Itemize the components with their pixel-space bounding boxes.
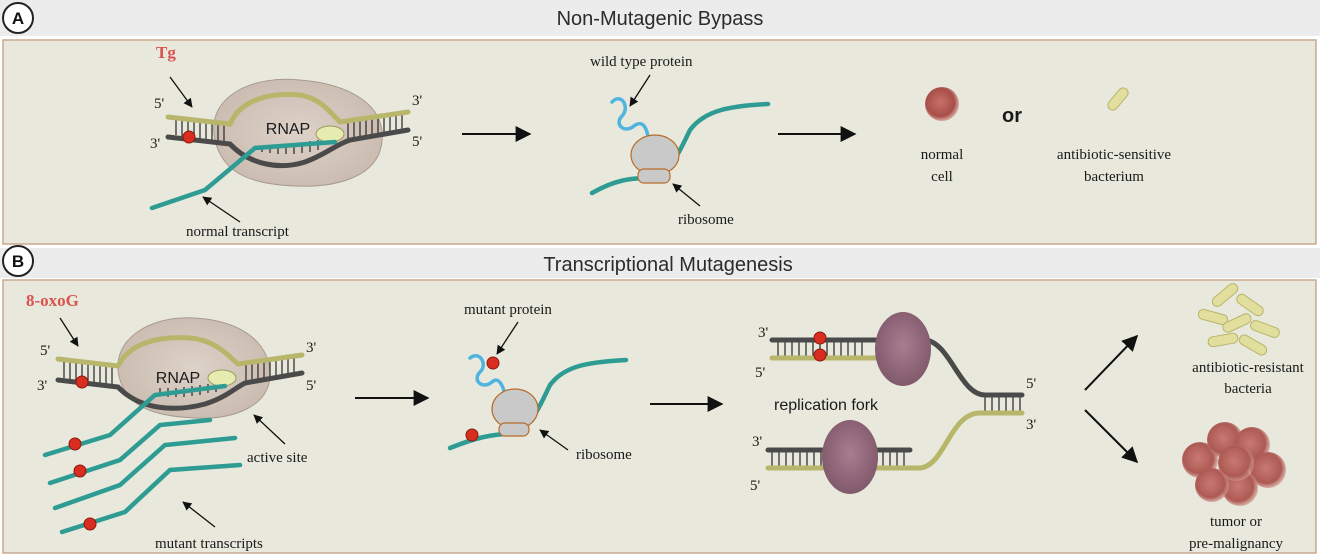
tumor: tumor or pre-malignancy: [1182, 422, 1286, 552]
nontemplate-strand-b: [55, 335, 305, 369]
fork-bottom-3-label: 3': [752, 434, 763, 450]
end-5-right-a: 5': [412, 134, 423, 150]
or-label: or: [1002, 105, 1022, 127]
bacterium-label-2: bacterium: [1084, 169, 1144, 185]
fork-top-3-label: 3': [758, 325, 769, 341]
tumor-icon: [1182, 422, 1286, 506]
wild-type-protein-pointer: [629, 74, 651, 107]
tumor-label-1: tumor or: [1210, 514, 1262, 530]
end-5-left-b: 5': [40, 343, 51, 359]
end-3-right-a: 3': [412, 93, 423, 109]
normal-cell: normal cell: [921, 87, 964, 185]
fork-lesion-dot-2: [813, 348, 827, 362]
bacterium-label-1: antibiotic-sensitive: [1057, 147, 1171, 163]
wild-type-protein-chain: [610, 97, 650, 142]
tg-pointer-arrow: [169, 76, 193, 108]
panel-a: Non-Mutagenic Bypass A RNAP 5' 3' 3' 5' …: [0, 0, 1320, 245]
end-3-left-b: 3': [37, 378, 48, 394]
panel-a-title-bar: [0, 0, 1320, 36]
oxog-lesion-dot: [75, 375, 89, 389]
mrna-mutation-dot: [465, 428, 479, 442]
oxog-label: 8-oxoG: [26, 291, 79, 310]
ribosome-small-a: [637, 168, 671, 184]
panel-b-badge: B: [12, 252, 24, 271]
rnap-complex-b: RNAP 5' 3' 3' 5' 8-oxoG active site muta…: [26, 291, 317, 552]
fork-right-5-label: 5': [1026, 376, 1037, 392]
end-5-right-b: 5': [306, 378, 317, 394]
normal-cell-label-2: cell: [931, 169, 953, 185]
ribosome-pointer-b: [539, 429, 569, 451]
end-3-left-a: 3': [150, 136, 161, 152]
sensitive-bacterium-icon: [1107, 87, 1129, 111]
resistant-label-1: antibiotic-resistant: [1192, 360, 1304, 376]
active-site-pointer: [253, 414, 286, 445]
dna-rungs-a: [175, 113, 403, 154]
tg-lesion-dot: [182, 130, 196, 144]
nontemplate-strand-a: [165, 91, 411, 127]
normal-transcript-a: [149, 139, 338, 211]
ribosome-small-b: [498, 422, 530, 437]
ribosome-b: mutant protein ribosome: [447, 302, 632, 463]
normal-transcript-label: normal transcript: [186, 224, 290, 240]
mutant-transcripts-label: mutant transcripts: [155, 536, 263, 552]
oxog-pointer-arrow: [59, 317, 79, 347]
fork-top-5-label: 5': [755, 365, 766, 381]
panel-a-badge: A: [12, 9, 24, 28]
replication-fork: 3' 5' 3' 5' 5' 3' replication fork: [750, 312, 1037, 494]
panel-b-title-bar: [0, 248, 1320, 278]
resistant-label-2: bacteria: [1224, 381, 1272, 397]
sensitive-bacterium: antibiotic-sensitive bacterium: [1057, 87, 1171, 185]
panel-a-title: Non-Mutagenic Bypass: [557, 8, 764, 30]
mutant-transcript-3: [52, 435, 238, 511]
wild-type-protein-label: wild type protein: [590, 54, 693, 70]
panel-b-title: Transcriptional Mutagenesis: [543, 254, 792, 276]
fork-bottom-parental: [765, 410, 1025, 471]
fork-lesion-dot-1: [813, 331, 827, 345]
tg-label: Tg: [156, 43, 176, 62]
transcript-mutation-dot-3: [83, 517, 97, 531]
replication-fork-label: replication fork: [774, 397, 879, 414]
mutant-protein-label: mutant protein: [464, 302, 552, 318]
polymerase-top: [875, 312, 931, 386]
mutant-protein-pointer: [496, 321, 519, 355]
flow-arrow-b4-down: [1084, 409, 1139, 464]
normal-cell-icon: [925, 87, 959, 121]
rnap-complex-a: RNAP 5' 3' 3' 5' Tg normal transcript: [149, 43, 423, 240]
panel-a-badge-circle: [2, 2, 34, 34]
polymerase-bottom: [822, 420, 878, 494]
protein-mutation-dot: [486, 356, 500, 370]
resistant-bacteria: antibiotic-resistant bacteria: [1192, 283, 1305, 397]
fork-right-3-label: 3': [1026, 417, 1037, 433]
ribosome-a: wild type protein ribosome: [589, 54, 771, 228]
tumor-label-2: pre-malignancy: [1189, 536, 1284, 552]
normal-cell-label-1: normal: [921, 147, 964, 163]
transcript-mutation-dot-1: [68, 437, 82, 451]
rnap-label-b: RNAP: [156, 370, 200, 387]
ribosome-label-b: ribosome: [576, 447, 632, 463]
rnap-label-a: RNAP: [266, 121, 310, 138]
transcript-mutation-dot-2: [73, 464, 87, 478]
mutant-protein-chain: [468, 354, 507, 397]
ribosome-pointer-a: [672, 183, 701, 207]
template-strand-b: [55, 370, 305, 411]
mutant-transcripts-pointer: [182, 501, 216, 528]
ribosome-label-a: ribosome: [678, 212, 734, 228]
active-site-label: active site: [247, 450, 308, 466]
normal-transcript-pointer: [202, 196, 241, 223]
template-strand-a: [165, 127, 411, 169]
end-5-left-a: 5': [154, 96, 165, 112]
end-3-right-b: 3': [306, 340, 317, 356]
active-site-bubble-a: [315, 125, 345, 143]
fork-bottom-5-label: 5': [750, 478, 761, 494]
resistant-bacteria-icon: [1197, 283, 1280, 356]
flow-arrow-b3-up: [1084, 334, 1139, 391]
panel-b: Transcriptional Mutagenesis B RNAP 5': [0, 245, 1320, 554]
panel-b-badge-circle: [2, 245, 34, 277]
active-site-bubble-b: [207, 369, 237, 387]
dna-rungs-b: [63, 356, 295, 397]
